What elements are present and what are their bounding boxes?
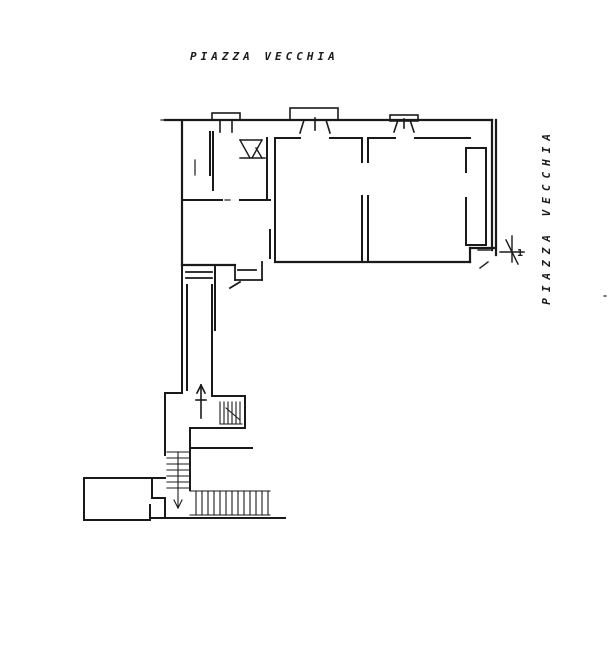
piazza-label-right: PIAZZA VECCHIA bbox=[540, 128, 553, 305]
interior-walls bbox=[181, 131, 487, 263]
piazza-label-top: PIAZZA VECCHIA bbox=[190, 50, 339, 63]
stair-horizontal bbox=[189, 490, 271, 516]
section-marker: 1 bbox=[517, 248, 524, 259]
main-building-walls bbox=[163, 118, 498, 267]
corner-details bbox=[477, 235, 525, 269]
annex-walls bbox=[83, 447, 286, 521]
service-room bbox=[239, 139, 266, 159]
corridor-walls bbox=[164, 264, 253, 456]
stair-small bbox=[219, 401, 243, 425]
entry-room bbox=[181, 261, 263, 290]
stair-vertical bbox=[166, 451, 191, 509]
top-windows bbox=[211, 107, 419, 134]
sketch-marks bbox=[160, 119, 607, 297]
corridor-arrow bbox=[195, 383, 207, 419]
